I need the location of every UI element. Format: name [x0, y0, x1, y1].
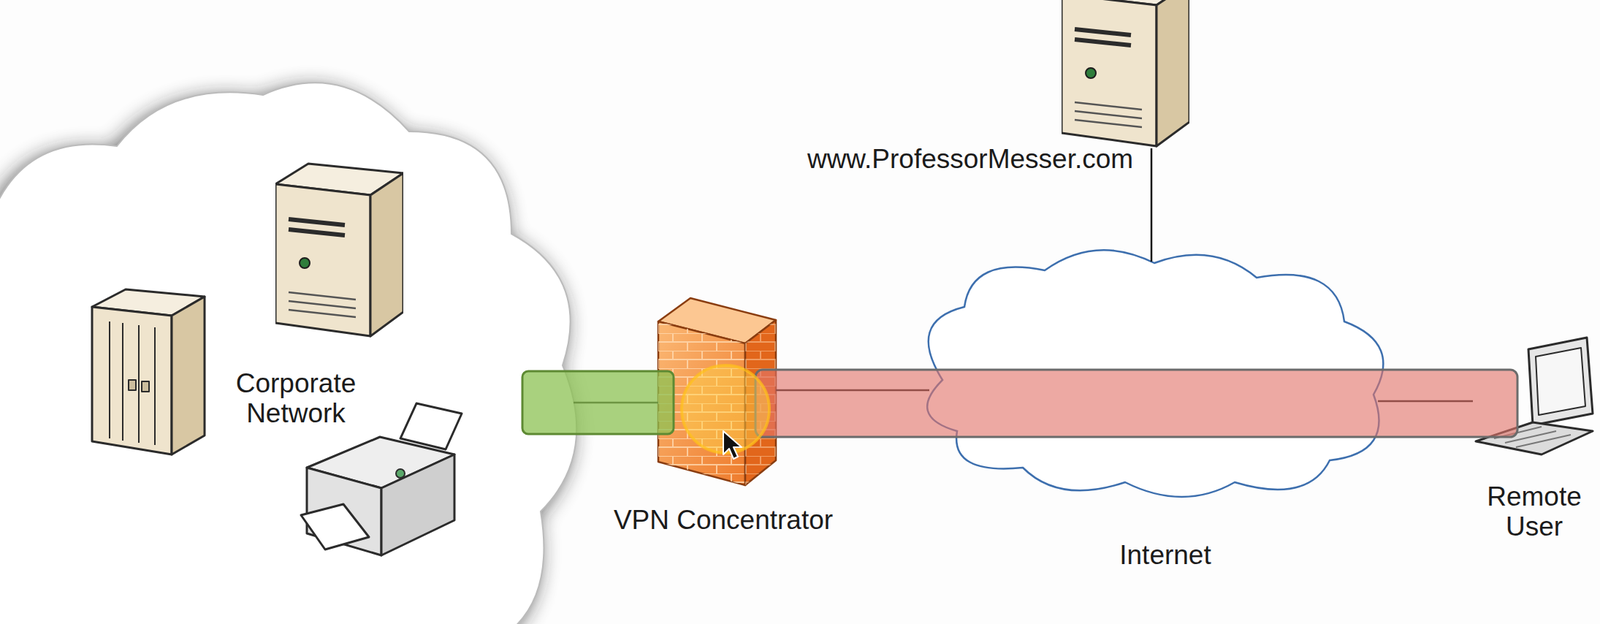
node-label: VPN Concentrator [613, 504, 833, 535]
internet-cloud-node: Internet [929, 261, 1378, 497]
firewall-icon [658, 298, 776, 486]
private-tunnel [522, 371, 674, 434]
mouse-cursor [723, 431, 742, 459]
server-icon [275, 163, 404, 337]
node-label: Internet [1119, 539, 1211, 570]
node-label: Remote User [1479, 481, 1590, 543]
server-node: www.ProfessorMesser.com [1061, 0, 1189, 149]
vpn-tunnel [755, 369, 1518, 437]
corporate-cloud [0, 82, 577, 624]
laptop-node: Remote User [1472, 332, 1593, 455]
firewall-node: VPN Concentrator [658, 295, 776, 486]
node-label: www.ProfessorMesser.com [807, 143, 1134, 174]
web-server-icon [1061, 0, 1190, 147]
cabinet-server-icon [92, 289, 205, 455]
network-link [1150, 148, 1153, 262]
node-label: Corporate Network [222, 368, 369, 429]
network-cloud: Corporate Network [0, 91, 574, 624]
